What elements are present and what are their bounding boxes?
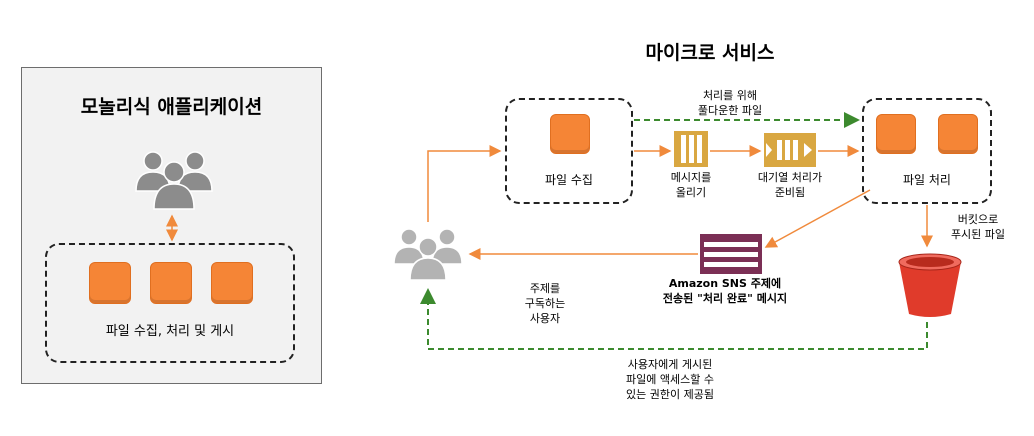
- sqs-queue-icon: [674, 131, 708, 167]
- sns-topic-icon: [700, 234, 762, 274]
- ingest-label: 파일 수집: [545, 173, 593, 187]
- pulldown-label: 처리를 위해 풀다운한 파일: [697, 89, 763, 117]
- process-to-sns-arrow: [764, 189, 871, 248]
- users-group-icon: [392, 225, 464, 283]
- bucket-to-users-arrow: [420, 288, 928, 350]
- compute-cube-icon: [89, 262, 131, 304]
- ingest-service-box: [505, 98, 633, 204]
- access-label: 사용자에게 게시된 파일에 액세스할 수 있는 권한이 제공됨: [626, 358, 714, 401]
- process-service-box: [862, 98, 992, 204]
- compute-cube-icon: [938, 114, 978, 154]
- users-group-icon: [133, 147, 215, 213]
- compute-cube-icon: [550, 114, 590, 154]
- sns-label: Amazon SNS 주제에 전송된 "처리 완료" 메시지: [662, 277, 788, 305]
- monolith-app-box: [45, 243, 295, 363]
- compute-cube-icon: [876, 114, 916, 154]
- microservices-title: 마이크로 서비스: [645, 42, 775, 64]
- bucket-label: 버킷으로 푸시된 파일: [950, 213, 1006, 241]
- s3-bucket-icon: [895, 250, 965, 320]
- monolith-caption: 파일 수집, 처리 및 게시: [105, 324, 235, 339]
- process-label: 파일 처리: [903, 173, 951, 187]
- post-message-label: 메시지를 올리기: [670, 171, 712, 199]
- compute-cube-icon: [150, 262, 192, 304]
- compute-cube-icon: [211, 262, 253, 304]
- monolith-title: 모놀리식 애플리케이션: [80, 96, 263, 118]
- users-to-ingest-arrow: [427, 145, 502, 222]
- queue-ready-label: 대기열 처리가 준비됨: [757, 171, 823, 199]
- sqs-queue-icon: [764, 133, 816, 167]
- subscribe-label: 주제를 구독하는 사용자: [524, 282, 566, 325]
